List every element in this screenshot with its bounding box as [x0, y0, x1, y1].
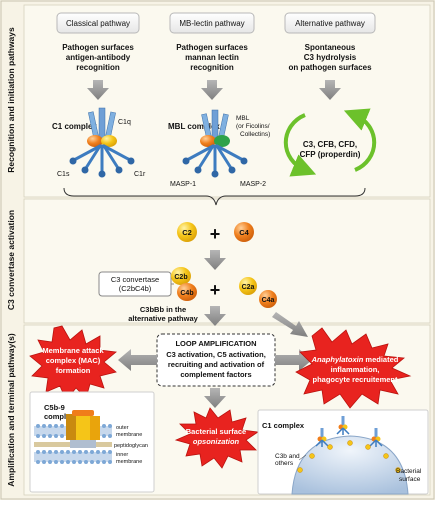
c4-ball: [234, 222, 254, 242]
mac-burst-line-3: formation: [56, 366, 91, 375]
bact-c1-complex-icons: [315, 416, 383, 447]
alt-desc-1: Spontaneous: [305, 43, 356, 52]
arrow-to-anaphylatoxin: [272, 312, 308, 337]
c2a-ball: [239, 277, 257, 295]
anaphylatoxin-rest: mediated: [363, 355, 398, 364]
c1s-label: C1s: [57, 171, 70, 178]
arrow-alternative: [319, 80, 341, 100]
c3b-label-2: others: [275, 460, 294, 467]
cycle-label-1: C3, CFB, CFD,: [303, 140, 357, 149]
opsonization-line-2: opsonization: [193, 437, 240, 446]
bact-surface-label-2: surface: [399, 476, 421, 483]
inner-membrane-label-2: membrane: [116, 459, 142, 465]
inner-membrane-label-1: inner: [116, 452, 128, 458]
c1-complex-icon: [69, 107, 135, 178]
c4-label: C4: [239, 228, 249, 237]
header-box-alternative: [284, 12, 376, 34]
c2a-label: C2a: [242, 284, 255, 291]
mbl-complex-label: MBL complex: [168, 122, 220, 131]
c1q-label: C1q: [118, 119, 131, 126]
c3-convertase-label-1: C3 convertase: [111, 275, 159, 284]
bact-surface-label-1: Bacterial: [396, 468, 422, 475]
c4b-ball: [177, 283, 197, 301]
outer-membrane-label-1: outer: [116, 425, 129, 431]
header-classical: Classical pathway: [66, 19, 130, 28]
c3-convertase-label-2: (C2bC4b): [119, 284, 152, 293]
cycle-arrows: [283, 108, 377, 177]
arrow-classical: [87, 80, 109, 100]
mac-burst-line-2: complex (MAC): [46, 356, 101, 365]
plus-1: +: [210, 224, 221, 244]
bact-c1-label: C1 complex: [262, 421, 305, 430]
lectin-desc-2: mannan lectin: [185, 53, 239, 62]
bacterial-surface-shape: [291, 435, 409, 495]
lectin-desc-3: recognition: [190, 63, 234, 72]
anaphylatoxin-line-1: Anaphylatoxin mediated: [311, 355, 399, 364]
c4b-label: C4b: [180, 290, 193, 297]
outer-membrane-label-2: membrane: [116, 432, 142, 438]
loop-title: LOOP AMPLIFICATION: [175, 339, 256, 348]
arrow-to-opsonization: [204, 388, 226, 408]
masp2-label: MASP-2: [240, 181, 266, 188]
section-label-amplification: Amplification and terminal pathway(s): [6, 333, 16, 487]
cycle-label-2: CFP (properdin): [300, 150, 361, 159]
lectin-desc-1: Pathogen surfaces: [176, 43, 248, 52]
mbl-label-1: MBL: [236, 115, 250, 122]
mbl-label-2: (or Ficolins/: [236, 123, 270, 130]
plus-2: +: [210, 280, 221, 300]
c5b9-label-2: complex: [44, 412, 75, 421]
mbl-label-3: Collectins): [240, 131, 270, 138]
header-lectin: MB-lectin pathway: [179, 19, 244, 28]
arrow-lectin: [201, 80, 223, 100]
classical-desc-1: Pathogen surfaces: [62, 43, 134, 52]
section-label-convertase: C3 convertase activation: [6, 210, 16, 310]
arrow-to-mac: [118, 349, 157, 371]
classical-desc-2: antigen-antibody: [66, 53, 131, 62]
mac-pore-icon: [66, 410, 100, 448]
arrow-convertase-2: [204, 306, 226, 326]
c2-ball: [177, 222, 197, 242]
c2-label: C2: [182, 228, 192, 237]
loop-line-1: C3 activation, C5 activation,: [166, 350, 266, 359]
header-alternative: Alternative pathway: [295, 19, 365, 28]
classical-desc-3: recognition: [76, 63, 120, 72]
c3b-pointer: [298, 454, 307, 461]
c5b9-label-1: C5b-9: [44, 403, 65, 412]
alt-convertase-1: C3bBb in the: [140, 305, 186, 314]
peptidoglycan-label: peptidoglycan: [114, 443, 148, 449]
arrow-convertase-1: [204, 250, 226, 270]
c4a-label: C4a: [262, 297, 275, 304]
alt-desc-3: on pathogen surfaces: [288, 63, 372, 72]
opsonization-line-1: Bacterial surface: [186, 427, 246, 436]
c3b-dots: [297, 440, 401, 473]
c2b-label: C2b: [174, 274, 187, 281]
anaphylatoxin-italic: Anaphylatoxin: [311, 355, 364, 364]
header-box-classical: [56, 12, 140, 34]
mbl-complex-icon: [182, 109, 248, 178]
loop-line-3: complement factors: [180, 370, 251, 379]
convertase-panel: [23, 198, 431, 324]
opsonization-burst: [174, 407, 260, 469]
anaphylatoxin-burst: [295, 327, 412, 409]
masp1-label: MASP-1: [170, 181, 196, 188]
section-label-recognition: Recognition and initiation pathways: [6, 27, 16, 173]
c1r-label: C1r: [134, 171, 146, 178]
c3b-label-1: C3b and: [275, 453, 300, 460]
alt-convertase-2: alternative pathway: [128, 314, 198, 323]
converging-brace: [63, 187, 366, 206]
header-box-lectin: [169, 12, 255, 34]
anaphylatoxin-line-2: inflammation,: [331, 365, 380, 374]
loop-line-2: recruiting and activation of: [168, 360, 265, 369]
c2b-ball: [171, 267, 191, 285]
c4a-ball: [259, 290, 277, 308]
anaphylatoxin-line-3: phagocyte recruitement: [312, 375, 398, 384]
alt-desc-2: C3 hydrolysis: [304, 53, 357, 62]
mac-burst-line-1: Membrane attack: [42, 346, 104, 355]
c1-complex-label: C1 complex: [52, 122, 97, 131]
